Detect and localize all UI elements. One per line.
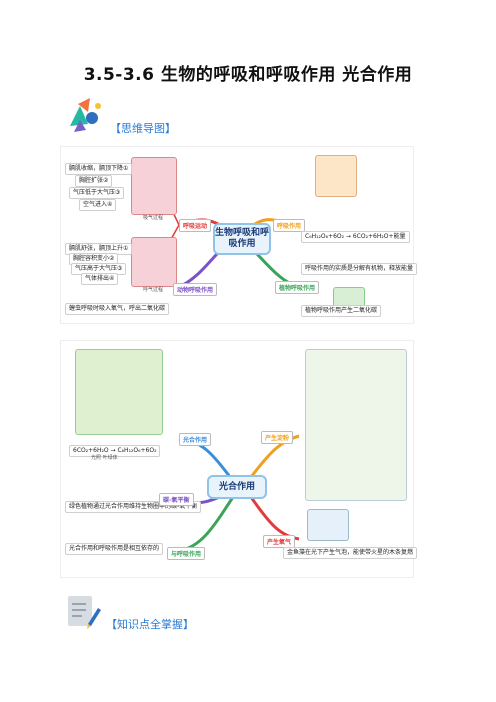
- exhale-step-4: 气体排出④: [81, 273, 119, 285]
- relation-note: 光合作用和呼吸作用是相互依存的: [65, 543, 164, 555]
- inhale-step-3: 气压低于大气压③: [69, 187, 125, 199]
- branch-starch: 产生淀粉: [261, 431, 294, 444]
- branch-relation: 与呼吸作用: [167, 547, 206, 560]
- knowledge-section-label: 【知识点全掌握】: [106, 618, 194, 631]
- photosynthesis-condition: 光照 叶绿体: [91, 455, 118, 461]
- knowledge-section-header: 【知识点全掌握】: [66, 594, 194, 632]
- page-title: 3.5-3.6 生物的呼吸和呼吸作用 光合作用: [83, 65, 413, 85]
- mindmap-section-label: 【思维导图】: [110, 122, 176, 135]
- branch-oxygen: 产生氧气: [263, 535, 296, 548]
- respiration-note: 呼吸作用的实质是分解有机物，释放能量: [301, 263, 418, 275]
- mindmap-photosynthesis: 6CO₂+6H₂O → C₆H₁₂O₆+6O₂ 光照 叶绿体 绿色植物通过光合作…: [60, 340, 418, 578]
- respiration-equation: C₆H₁₂O₆+6O₂ → 6CO₂+6H₂O+能量: [301, 231, 410, 243]
- branch-plant: 植物呼吸作用: [275, 281, 320, 294]
- inhale-step-1: 膈肌收缩，膈顶下降①: [65, 163, 133, 175]
- mindmap-respiration: 膈肌收缩，膈顶下降① 胸腔扩张② 气压低于大气压③ 空气进入④ 吸气过程 膈肌舒…: [60, 146, 418, 324]
- branch-respiration: 呼吸作用: [273, 219, 306, 232]
- branch-breathing: 呼吸运动: [179, 219, 212, 232]
- exhale-caption: 呼气过程: [143, 287, 164, 293]
- oxygen-experiment-illustration: [307, 509, 349, 541]
- branch-ccycle: 碳-氧平衡: [159, 493, 194, 506]
- mindmap2-center: 光合作用: [207, 475, 267, 499]
- mindmap-section-header: 【思维导图】: [66, 96, 176, 136]
- leaf-illustration: [75, 349, 163, 435]
- mindmap1-center: 生物呼吸和呼吸作用: [213, 223, 271, 255]
- document-pencil-icon: [68, 596, 101, 629]
- plant-note: 植物呼吸作用产生二氧化碳: [301, 305, 382, 317]
- decorative-shapes-icon: [70, 98, 101, 132]
- oxygen-note: 金鱼藻在光下产生气泡，能使带火星的木条复燃: [283, 547, 418, 559]
- inhale-caption: 吸气过程: [143, 215, 164, 221]
- inhale-illustration: [131, 157, 177, 215]
- cell-illustration: [315, 155, 357, 197]
- photosynthesis-equation: 6CO₂+6H₂O → C₆H₁₂O₆+6O₂: [69, 445, 161, 457]
- exhale-illustration: [131, 237, 177, 287]
- animal-note: 蝗虫呼吸时吸入氧气，呼出二氧化碳: [65, 303, 170, 315]
- inhale-step-2: 胸腔扩张②: [75, 175, 113, 187]
- branch-animal: 动物呼吸作用: [173, 283, 218, 296]
- starch-experiment-illustration: [305, 349, 407, 501]
- inhale-step-4: 空气进入④: [79, 199, 117, 211]
- branch-photosynthesis: 光合作用: [179, 433, 212, 446]
